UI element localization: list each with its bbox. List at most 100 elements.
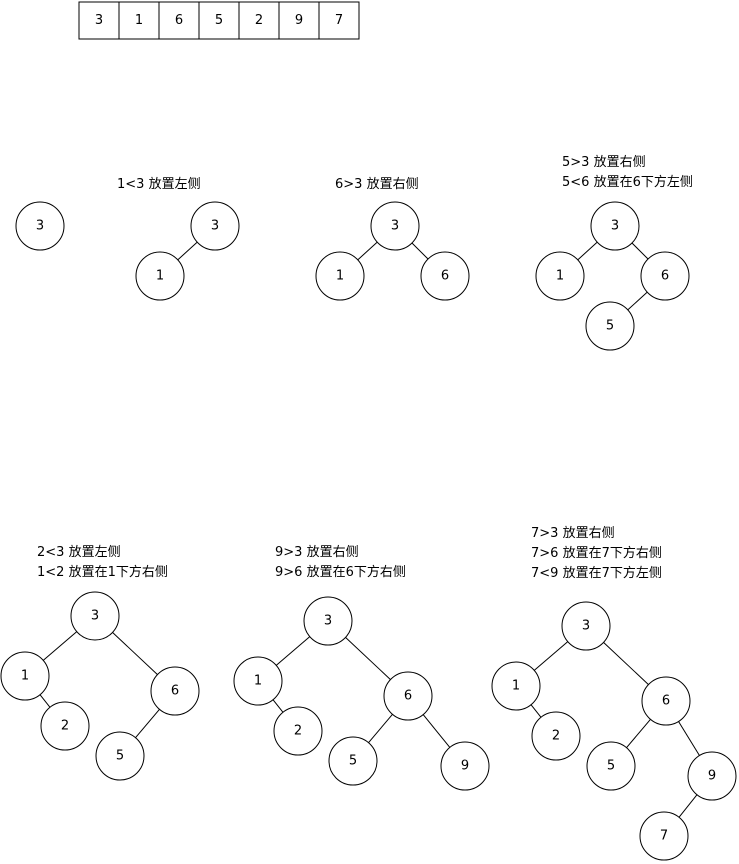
tree-edge bbox=[678, 721, 700, 756]
tree-node: 1 bbox=[315, 251, 365, 301]
tree-edge bbox=[357, 241, 378, 261]
tree-node: 5 bbox=[95, 731, 145, 781]
step-caption-line: 9>3 放置右侧 bbox=[275, 545, 359, 560]
tree-edge bbox=[177, 241, 198, 261]
step-caption-line: 7>6 放置在7下方右侧 bbox=[531, 545, 662, 561]
tree-node: 9 bbox=[440, 741, 490, 791]
tree-node-value: 9 bbox=[708, 769, 716, 784]
tree-node: 1 bbox=[135, 251, 185, 301]
tree-node-value: 3 bbox=[611, 219, 619, 234]
tree-node-circle bbox=[15, 201, 65, 251]
tree-node-circle bbox=[370, 201, 420, 251]
array-cell: 1 bbox=[118, 1, 160, 40]
tree-node: 5 bbox=[586, 741, 636, 791]
step-2-tree: 1<3 放置左侧 3 1 bbox=[117, 177, 240, 301]
array-cell: 3 bbox=[78, 1, 120, 40]
tree-node-value: 3 bbox=[36, 219, 44, 234]
tree-node: 3 bbox=[561, 601, 611, 651]
tree-node-circle bbox=[190, 201, 240, 251]
tree-node: 6 bbox=[383, 671, 433, 721]
tree-edge bbox=[627, 291, 648, 311]
tree-node-circle bbox=[135, 251, 185, 301]
tree-node: 6 bbox=[150, 666, 200, 716]
tree-node: 6 bbox=[641, 676, 691, 726]
tree-node: 3 bbox=[370, 201, 420, 251]
tree-node-value: 1 bbox=[156, 269, 164, 284]
tree-node-value: 5 bbox=[349, 754, 357, 769]
array-cell-value: 7 bbox=[335, 13, 343, 28]
tree-node-circle bbox=[639, 811, 689, 861]
array-cell-box bbox=[318, 1, 360, 40]
tree-node-circle bbox=[420, 251, 470, 301]
tree-edge bbox=[533, 641, 569, 671]
tree-node-value: 3 bbox=[91, 609, 99, 624]
array-cell-box bbox=[118, 1, 160, 40]
tree-node-circle bbox=[233, 656, 283, 706]
tree-node: 1 bbox=[491, 661, 541, 711]
tree-node: 2 bbox=[40, 701, 90, 751]
tree-node-value: 2 bbox=[552, 729, 560, 744]
tree-node-value: 5 bbox=[116, 749, 124, 764]
tree-node-value: 6 bbox=[662, 694, 670, 709]
tree-edge bbox=[577, 241, 598, 261]
step-caption-line: 1<2 放置在1下方右侧 bbox=[37, 564, 168, 580]
tree-node-value: 1 bbox=[556, 269, 564, 284]
tree-node-value: 1 bbox=[336, 269, 344, 284]
tree-edge bbox=[368, 713, 393, 744]
array-cell: 9 bbox=[278, 1, 320, 40]
tree-node: 6 bbox=[420, 251, 470, 301]
tree-node-circle bbox=[273, 706, 323, 756]
array-cell-value: 9 bbox=[295, 13, 303, 28]
tree-node-value: 6 bbox=[171, 684, 179, 699]
tree-node-value: 2 bbox=[294, 724, 302, 739]
step-caption-line: 2<3 放置左侧 bbox=[37, 545, 121, 560]
step-caption-line: 6>3 放置右侧 bbox=[335, 177, 419, 192]
tree-node-value: 3 bbox=[324, 614, 332, 629]
tree-node: 9 bbox=[687, 751, 737, 801]
step-1-tree: 3 bbox=[15, 201, 65, 251]
tree-node: 3 bbox=[70, 591, 120, 641]
tree-node-circle bbox=[40, 701, 90, 751]
tree-node-circle bbox=[95, 731, 145, 781]
tree-node: 3 bbox=[590, 201, 640, 251]
tree-edge bbox=[272, 699, 284, 713]
tree-node-circle bbox=[315, 251, 365, 301]
step-5-tree: 2<3 放置左侧 1<2 放置在1下方右侧 3 1 2 6 5 bbox=[0, 545, 200, 781]
tree-node-value: 1 bbox=[21, 669, 29, 684]
tree-node-value: 6 bbox=[441, 269, 449, 284]
step-caption-line: 7<9 放置在7下方左侧 bbox=[531, 565, 662, 581]
tree-node-circle bbox=[383, 671, 433, 721]
tree-edge bbox=[42, 631, 78, 661]
array-cell: 2 bbox=[238, 1, 280, 40]
step-caption-line: 1<3 放置左侧 bbox=[117, 177, 201, 192]
tree-node-value: 9 bbox=[461, 759, 469, 774]
tree-node-value: 6 bbox=[404, 689, 412, 704]
tree-node-value: 1 bbox=[254, 674, 262, 689]
tree-node-circle bbox=[440, 741, 490, 791]
tree-edge bbox=[678, 794, 698, 818]
array-cell-value: 6 bbox=[175, 13, 183, 28]
tree-node: 6 bbox=[640, 251, 690, 301]
tree-node-circle bbox=[531, 711, 581, 761]
tree-edge bbox=[135, 708, 160, 739]
tree-edge bbox=[530, 704, 542, 718]
array-cell-value: 5 bbox=[215, 13, 223, 28]
tree-node: 1 bbox=[535, 251, 585, 301]
step-caption-line: 5<6 放置在6下方左侧 bbox=[562, 174, 693, 190]
tree-edge bbox=[411, 242, 429, 260]
tree-node-value: 6 bbox=[661, 269, 669, 284]
array-cell-box bbox=[238, 1, 280, 40]
tree-node-circle bbox=[641, 676, 691, 726]
tree-node-value: 3 bbox=[391, 219, 399, 234]
tree-node-circle bbox=[640, 251, 690, 301]
array-cell-value: 3 bbox=[95, 13, 103, 28]
tree-node-circle bbox=[303, 596, 353, 646]
tree-edge bbox=[345, 637, 391, 680]
tree-node-value: 3 bbox=[211, 219, 219, 234]
tree-edge bbox=[626, 718, 651, 749]
tree-node: 2 bbox=[531, 711, 581, 761]
